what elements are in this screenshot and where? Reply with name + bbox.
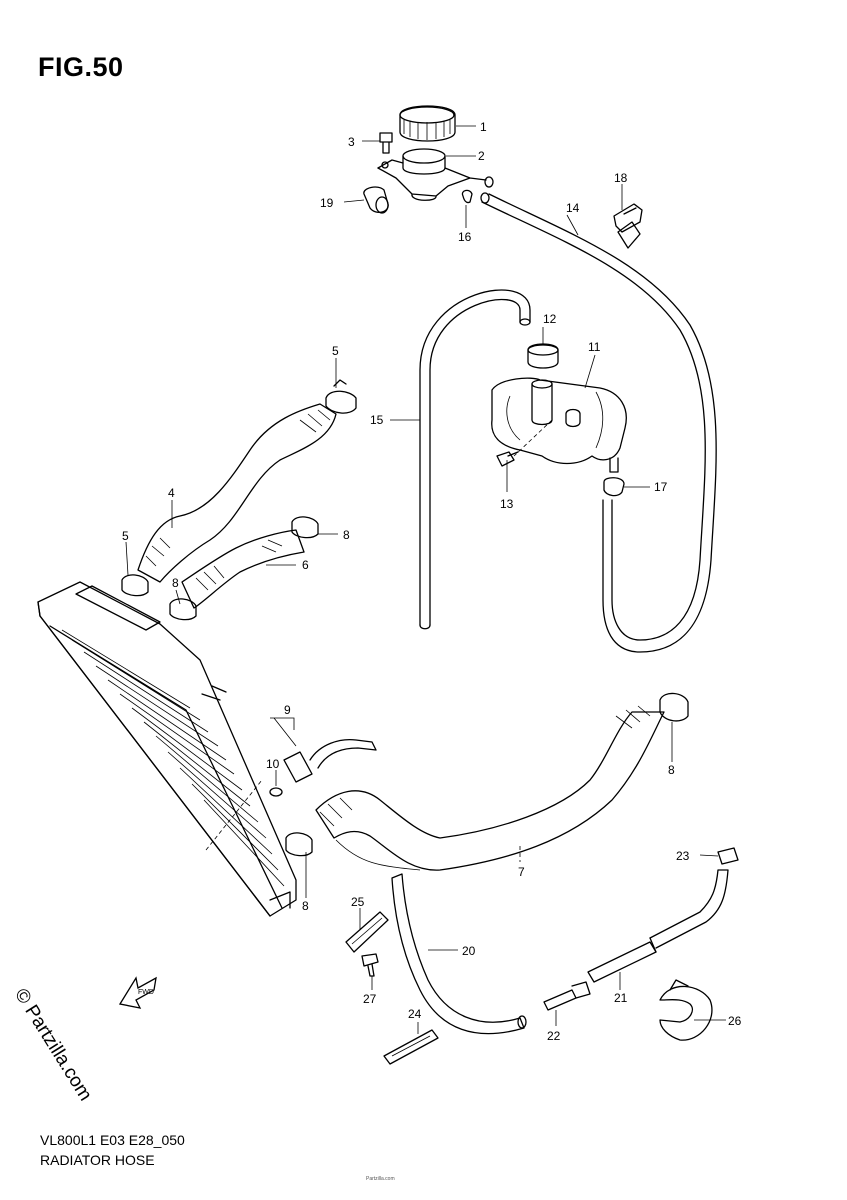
part-9-thermo-switch[interactable] (283, 738, 377, 783)
part-23-clamp[interactable] (717, 847, 739, 865)
callout-4: 4 (168, 486, 175, 500)
callout-25: 25 (351, 895, 365, 909)
part-18-clamp[interactable] (613, 203, 643, 249)
callout-16: 16 (458, 230, 472, 244)
callout-9: 9 (284, 703, 291, 717)
part-7-lower-hose[interactable] (315, 705, 665, 871)
callout-8-a: 8 (343, 528, 350, 542)
callout-8-b: 8 (172, 576, 179, 590)
part-8-hose-clamp-d[interactable] (285, 832, 313, 857)
callout-3: 3 (348, 135, 355, 149)
leader-lines (125, 125, 726, 1034)
part-2-filler-neck[interactable] (377, 148, 494, 201)
part-24-bracket[interactable] (383, 1029, 439, 1065)
callout-7: 7 (518, 865, 525, 879)
copyright-small: Partzilla.com (366, 1176, 395, 1182)
callout-22: 22 (547, 1029, 561, 1043)
callout-18: 18 (614, 171, 628, 185)
part-16-clip[interactable] (461, 189, 473, 204)
part-25-bracket[interactable] (345, 911, 389, 953)
radiator (37, 581, 297, 917)
callout-27: 27 (363, 992, 377, 1006)
callout-labels: 1 2 3 4 5 5 6 7 8 8 8 8 9 10 11 12 13 14… (122, 120, 742, 1043)
part-15-breather-hose[interactable] (419, 289, 531, 630)
part-19-cushion[interactable] (363, 186, 389, 214)
part-12-reservoir-cap[interactable] (527, 343, 559, 369)
callout-6: 6 (302, 558, 309, 572)
part-21-hose[interactable] (587, 869, 729, 983)
callout-10: 10 (266, 757, 280, 771)
callout-24: 24 (408, 1007, 422, 1021)
part-8-hose-clamp-b[interactable] (169, 598, 197, 621)
callout-19: 19 (320, 196, 334, 210)
part-27-bolt[interactable] (361, 953, 379, 977)
callout-13: 13 (500, 497, 514, 511)
part-14-overflow-hose[interactable] (480, 192, 717, 653)
callout-5-lower: 5 (122, 529, 129, 543)
callout-8-c: 8 (668, 763, 675, 777)
callout-20: 20 (462, 944, 476, 958)
part-13-bolt[interactable] (496, 451, 519, 467)
callout-26: 26 (728, 1014, 742, 1028)
part-5-hose-clamp-lower[interactable] (121, 574, 149, 597)
callout-11: 11 (588, 340, 601, 354)
callout-12: 12 (543, 312, 557, 326)
part-11-reservoir-tank[interactable] (491, 377, 627, 473)
figure-title: FIG.50 (38, 52, 124, 82)
part-26-clamp[interactable] (659, 979, 713, 1041)
callout-1: 1 (480, 120, 487, 134)
callout-5-upper: 5 (332, 344, 339, 358)
callout-21: 21 (614, 991, 628, 1005)
part-20-hose[interactable] (391, 873, 527, 1035)
part-22-joint[interactable] (543, 981, 591, 1011)
part-1-radiator-cap[interactable] (399, 105, 456, 142)
part-6-hose[interactable] (181, 529, 305, 609)
part-5-hose-clamp-upper[interactable] (325, 379, 357, 414)
callout-23: 23 (676, 849, 690, 863)
callout-2: 2 (478, 149, 485, 163)
fwd-label: FWD (138, 989, 154, 996)
part-10-o-ring[interactable] (269, 787, 283, 797)
part-8-hose-clamp-c[interactable] (659, 692, 689, 722)
fwd-arrow-icon: FWD (118, 976, 157, 1009)
callout-17: 17 (654, 480, 668, 494)
model-code: VL800L1 E03 E28_050 (40, 1132, 185, 1148)
callout-15: 15 (370, 413, 384, 427)
section-name: RADIATOR HOSE (40, 1152, 155, 1168)
callout-8-d: 8 (302, 899, 309, 913)
part-8-hose-clamp-a[interactable] (291, 516, 319, 539)
callout-14: 14 (566, 201, 580, 215)
part-17-clamp[interactable] (603, 477, 625, 497)
part-3-bolt[interactable] (379, 132, 393, 154)
